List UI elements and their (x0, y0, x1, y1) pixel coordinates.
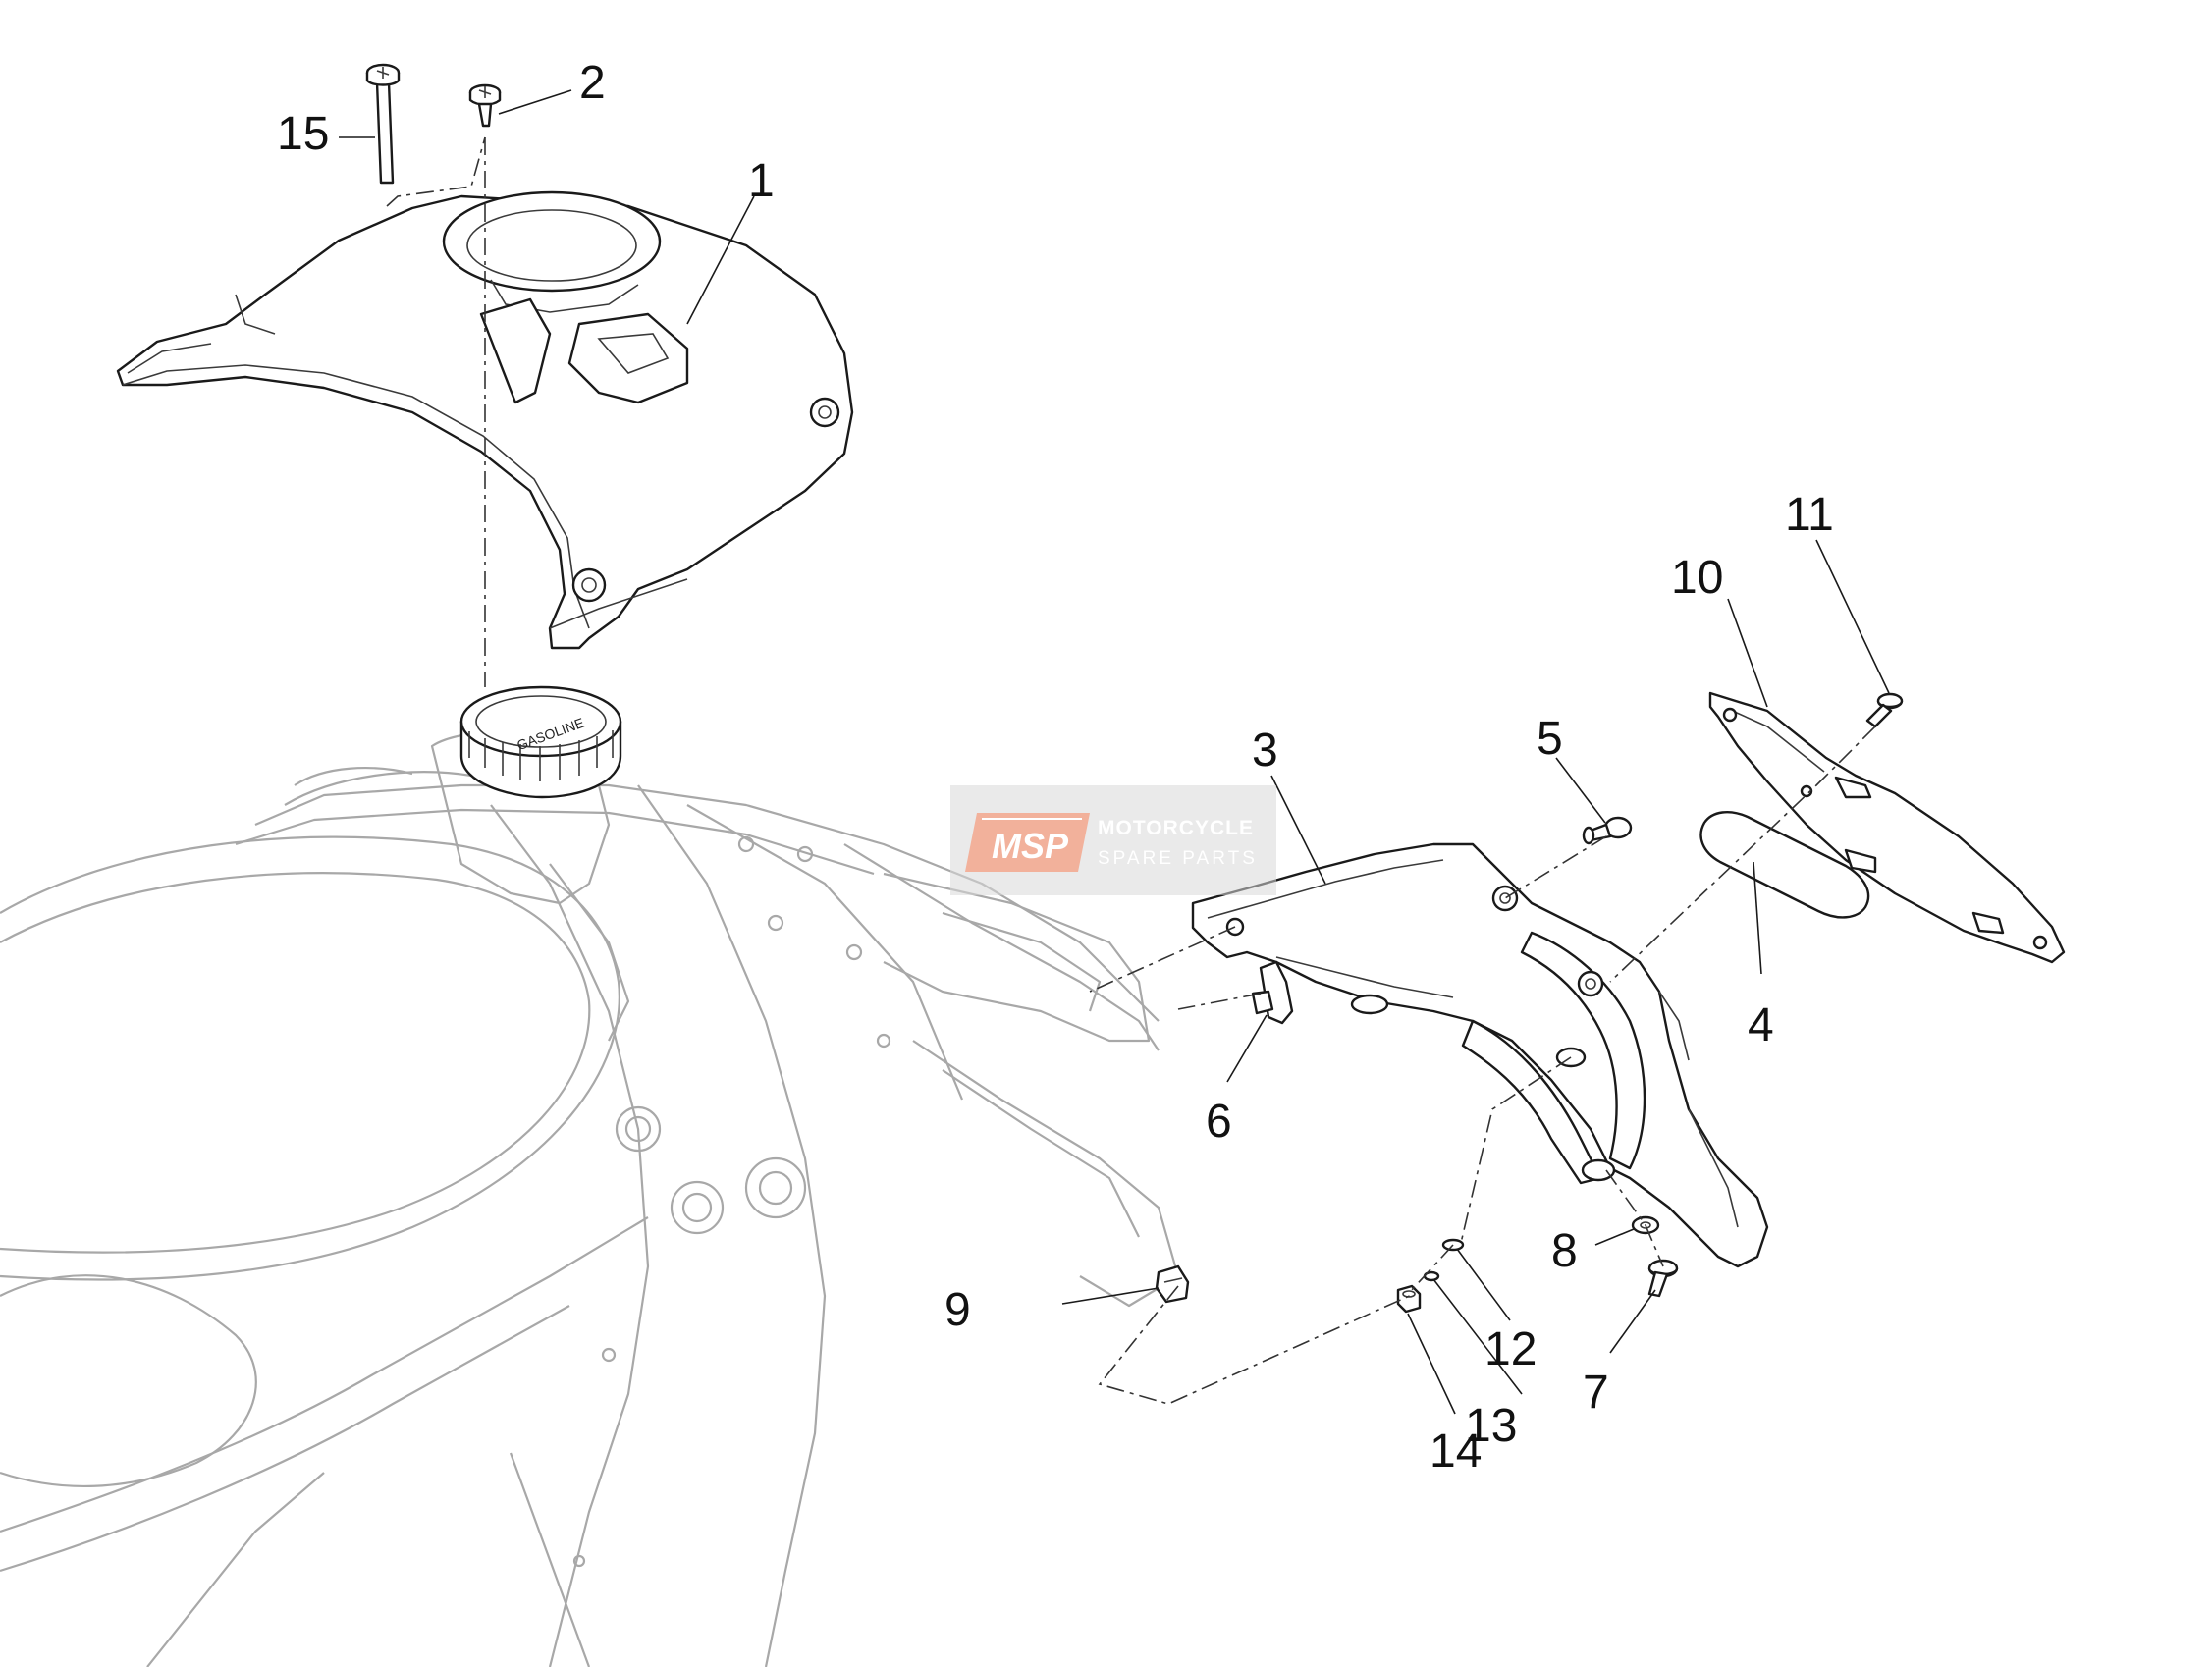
callout-5: 5 (1537, 713, 1563, 765)
callout-11: 11 (1785, 489, 1834, 541)
part-14-nut (1396, 1284, 1422, 1314)
part-5-bolt (1582, 816, 1633, 845)
callout-numbers: 1 2 3 4 5 6 7 8 9 10 11 12 13 14 15 (277, 57, 1834, 1478)
callout-15: 15 (277, 108, 329, 160)
part-6-clip-nut (1251, 960, 1294, 1025)
part-4-reflector (1699, 811, 1870, 919)
watermark-line-2: SPARE PARTS (1098, 848, 1258, 869)
part-9-clip (1155, 1264, 1190, 1304)
part-10-plate-bracket (1708, 691, 2066, 964)
callout-14: 14 (1430, 1425, 1482, 1478)
watermark-line-1: MOTORCYCLE (1098, 817, 1254, 839)
assembly-lines (386, 136, 1876, 1405)
part-3-plate-holder (1191, 842, 1769, 1268)
callout-12: 12 (1484, 1323, 1537, 1375)
callout-10: 10 (1671, 552, 1723, 604)
callout-1: 1 (748, 155, 775, 207)
watermark-logo: MSP (992, 826, 1069, 866)
watermark: MSP MOTORCYCLE SPARE PARTS (950, 785, 1276, 895)
part-11-screw (1865, 692, 1904, 728)
callout-8: 8 (1551, 1225, 1578, 1277)
part-7-screw (1647, 1259, 1679, 1298)
part-2-screw (468, 83, 502, 128)
part-15-long-screw (365, 63, 401, 185)
callout-4: 4 (1748, 999, 1774, 1051)
scooter-frame (0, 729, 1180, 1667)
callout-7: 7 (1583, 1367, 1609, 1419)
callout-2: 2 (579, 57, 606, 109)
callout-9: 9 (944, 1284, 971, 1336)
callout-3: 3 (1252, 725, 1278, 777)
callout-6: 6 (1206, 1096, 1232, 1148)
fuel-cap: GASOLINE (459, 685, 622, 799)
leader-lines (339, 89, 1890, 1415)
callout-13: 13 (1465, 1400, 1517, 1452)
